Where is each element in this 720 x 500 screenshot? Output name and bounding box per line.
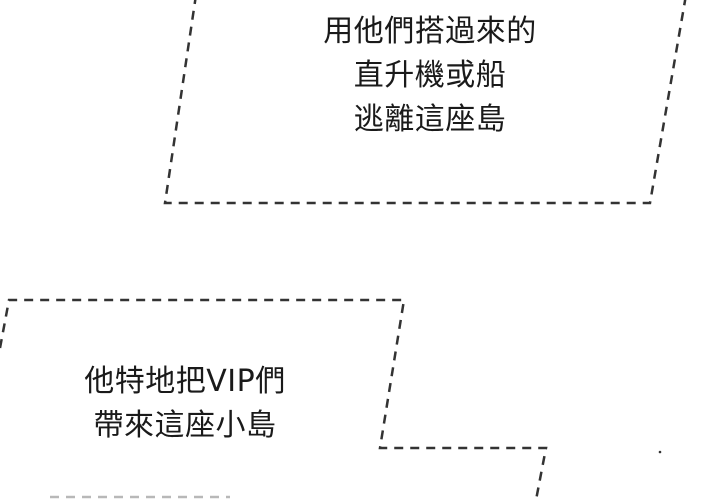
top-caption-line-2: 直升機或船 — [353, 58, 507, 93]
top-caption-border — [163, 0, 687, 205]
bottom-caption-text: 他特地把VIP們 帶來這座小島 — [55, 360, 315, 448]
bottom-caption-line-2: 帶來這座小島 — [93, 408, 277, 443]
bottom-caption-line-1: 他特地把VIP們 — [84, 364, 286, 399]
speck-dot — [658, 450, 662, 454]
bottom-caption-border — [0, 298, 548, 500]
top-caption-text: 用他們搭過來的 直升機或船 逃離這座島 — [300, 10, 560, 142]
top-caption-line-1: 用他們搭過來的 — [323, 14, 537, 49]
top-caption-line-3: 逃離這座島 — [353, 102, 507, 137]
